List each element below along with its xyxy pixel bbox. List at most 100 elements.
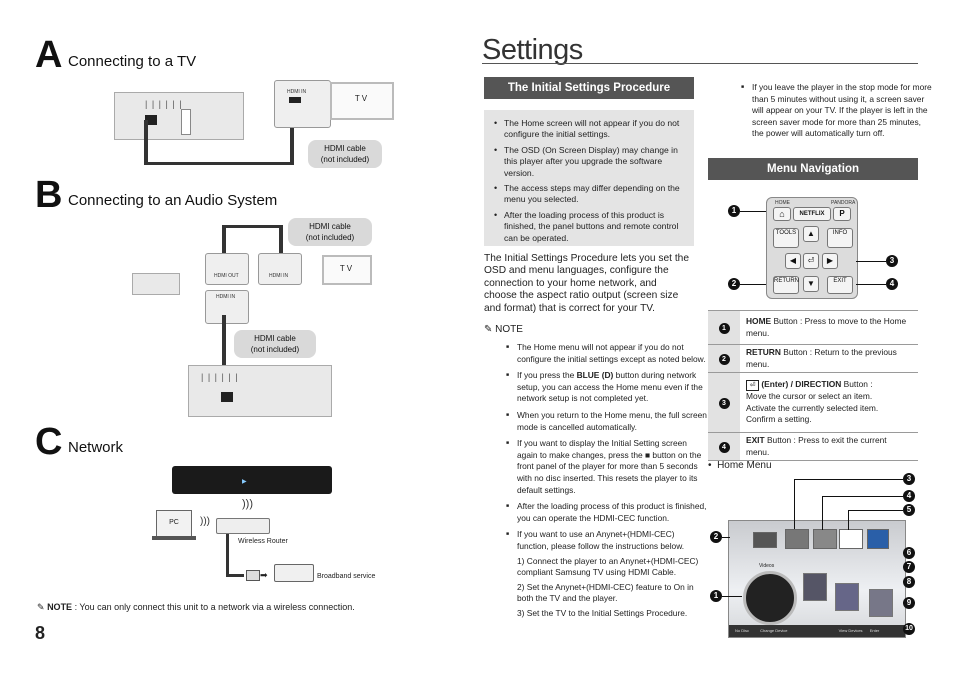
stop-mode-note: If you leave the player in the stop mode… [740,82,932,145]
initial-bullet: After the loading process of this produc… [494,210,686,244]
tools-button: TOOLS [773,228,799,248]
anynet-step: 1) Connect the player to an Anynet+(HDMI… [517,555,699,578]
note-list: The Home menu will not appear if you do … [505,342,707,624]
note-text: : You can only connect this unit to a ne… [72,602,355,612]
section-b-title: Connecting to an Audio System [68,192,278,209]
receiver-hdmi-in: HDMI IN [205,290,249,324]
home-status-bar: No Disc Change Device View Devices Enter [729,625,905,637]
note-item: If you want to display the Initial Setti… [506,438,707,496]
page-title: Settings [482,34,583,66]
tv-icon: TV [330,82,394,120]
receiver-hdmi-out: HDMI OUT [205,253,249,285]
tv-hdmi-in-panel: HDMI IN [274,80,331,128]
home-menu-screenshot: Videos No Disc Change Device View Device… [728,520,906,638]
tile-apps [785,529,809,549]
home-menu-label: • Home Menu [708,460,772,471]
left-arrow-icon: ◀ [785,253,801,269]
table-row: 3 ⏎ (Enter) / DIRECTION Button : Move th… [708,372,918,433]
menu-navigation-table: 1 HOME Button : Press to move to the Hom… [708,310,918,461]
initial-settings-panel: The Home screen will not appear if you d… [484,110,694,246]
bluray-player-icon: ▶ [172,466,332,494]
wireless-router-label: Wireless Router [238,538,288,545]
initial-bullet: The access steps may differ depending on… [494,183,686,206]
music-tile [835,583,859,611]
section-c-letter: C [35,421,63,463]
photos-tile [803,573,827,601]
left-note: ✎ NOTE : You can only connect this unit … [37,602,355,613]
table-row: 2 RETURN Button : Return to the previous… [708,344,918,373]
diagram-connect-tv: | | | | | | HDMI IN TV HDMI cable(not in… [110,78,400,168]
stop-icon: ■ [645,449,651,460]
home-callout-5: 5 [903,504,915,516]
section-b-letter: B [35,174,63,216]
videos-label: Videos [759,563,775,569]
note-label: NOTE [47,602,73,612]
videos-reel-icon [743,571,797,625]
broadband-service-label: Broadband service [317,573,376,580]
pencil-icon: ✎ [484,324,493,335]
hdmi-out-port [145,115,157,125]
exit-button: EXIT [827,276,853,294]
home-callout-8: 8 [903,576,915,588]
note-item: When you return to the Home menu, the fu… [506,410,707,433]
callout-1: 1 [728,205,740,217]
section-a-title: Connecting to a TV [68,53,197,70]
audio-receiver-icon [132,273,180,295]
hdmi-cable-label-a: HDMI cable(not included) [308,140,382,168]
tile-disc [753,532,777,548]
return-button: RETURN [773,276,799,294]
info-button: INFO [827,228,853,248]
home-callout-4: 4 [903,490,915,502]
down-arrow-icon: ▼ [803,276,819,292]
player-rear-panel-b: | | | | | | [188,365,332,417]
anynet-step: 2) Set the Anynet+(HDMI-CEC) feature to … [517,581,694,604]
tv-icon-b: TV [322,255,372,285]
callout-3: 3 [886,255,898,267]
home-button-icon: ⌂ [773,207,791,221]
page-number: 8 [35,623,46,643]
tile-youtube [867,529,889,549]
home-callout-1: 1 [710,590,722,602]
home-callout-9: 9 [903,597,915,609]
tile-pandora [839,529,863,549]
note-item: After the loading process of this produc… [506,501,707,524]
stop-mode-text: If you leave the player in the stop mode… [741,82,932,140]
right-arrow-icon: ▶ [822,253,838,269]
anynet-step: 3) Set the TV to the Initial Settings Pr… [517,607,688,618]
home-callout-6: 6 [903,547,915,559]
home-callout-2: 2 [710,531,722,543]
section-a-letter: A [35,34,63,76]
note-item: The Home menu will not appear if you do … [506,342,707,365]
pencil-icon: ✎ [37,602,45,612]
section-c-title: Network [68,439,124,456]
hdmi-cable-a [144,120,148,162]
player-rear-panel: | | | | | | [114,92,244,140]
table-row: 1 HOME Button : Press to move to the Hom… [708,310,918,345]
callout-4: 4 [886,278,898,290]
netflix-button: NETFLIX [793,207,831,221]
tile-smart-hub [813,529,837,549]
callout-2: 2 [728,278,740,290]
title-rule [482,63,918,64]
hdmi-in-label: HDMI IN [287,89,307,95]
enter-icon: ⏎ [746,380,759,392]
initial-bullets: The Home screen will not appear if you d… [484,110,694,244]
note-item: If you press the BLUE (D) button during … [506,370,707,405]
note-item: If you want to use an Anynet+(HDMI-CEC) … [506,529,707,619]
pandora-button: P [833,207,851,221]
settings-tile [869,589,893,617]
home-callout-7: 7 [903,561,915,573]
diagram-network: ▶ ))) PC ))) Wireless Router ➡ Broadband… [150,460,390,590]
initial-bullet: The OSD (On Screen Display) may change i… [494,145,686,179]
initial-bullet: The Home screen will not appear if you d… [494,118,686,141]
home-callout-3: 3 [903,473,915,485]
hdmi-cable-label-b-top: HDMI cable(not included) [288,218,372,246]
wireless-signal-icon: ))) [242,498,253,510]
intro-paragraph: The Initial Settings Procedure lets you … [484,253,689,314]
pc-laptop-icon: PC [156,510,192,538]
note-heading: ✎ NOTE [484,324,523,335]
menu-navigation-heading: Menu Navigation [708,158,918,180]
home-callout-10: 10 [903,623,915,635]
diagram-audio-system: HDMI cable(not included) HDMI OUT HDMI I… [130,215,390,420]
table-row: 4 EXIT Button : Press to exit the curren… [708,432,918,461]
